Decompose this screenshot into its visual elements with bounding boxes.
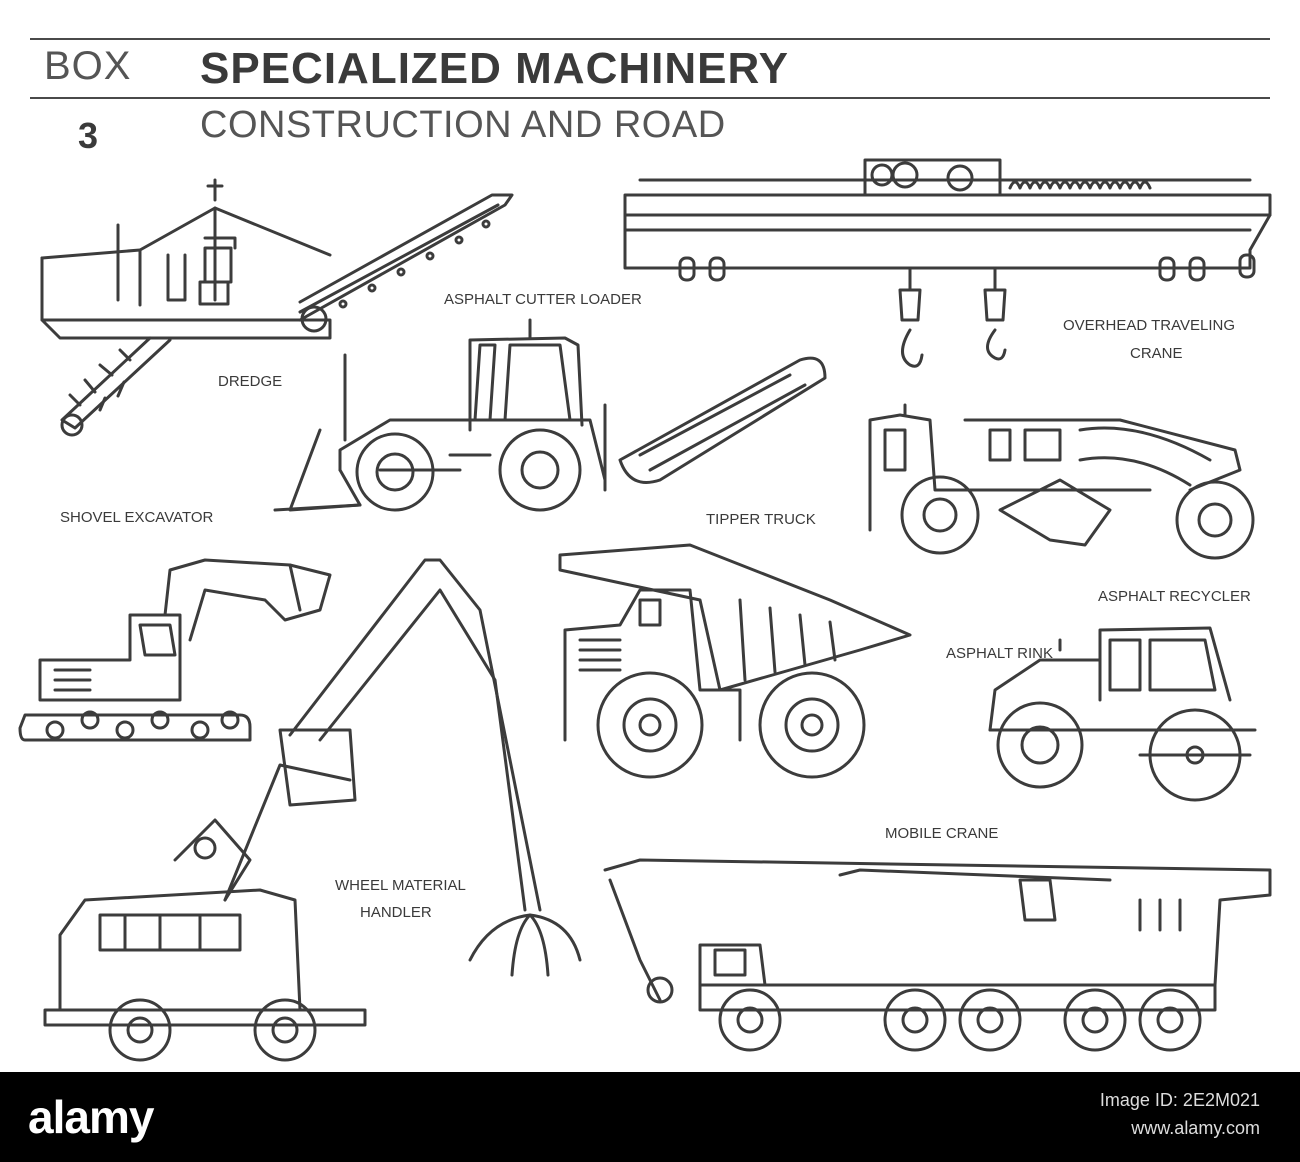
label-shovel-excavator: SHOVEL EXCAVATOR [60, 509, 214, 526]
stock-info: Image ID: 2E2M021 www.alamy.com [1100, 1086, 1260, 1142]
label-mobile-crane: MOBILE CRANE [885, 825, 999, 842]
label-dredge: DREDGE [218, 373, 283, 390]
shovel-excavator-illustration [18, 558, 332, 742]
label-asphalt-recycler: ASPHALT RECYCLER [1098, 588, 1251, 605]
label-overhead-crane-line2: CRANE [1130, 345, 1183, 362]
page-subtitle: CONSTRUCTION AND ROAD [200, 104, 726, 146]
label-tipper-truck: TIPPER TRUCK [706, 511, 816, 528]
asphalt-cutter-loader-illustration [273, 318, 827, 512]
label-wheel-handler-line2: HANDLER [360, 904, 432, 921]
page-title: SPECIALIZED MACHINERY [200, 44, 789, 93]
tipper-truck-illustration [558, 543, 912, 779]
header-top-rule [30, 38, 1270, 40]
box-number: 3 [78, 115, 99, 156]
label-wheel-handler-line1: WHEEL MATERIAL [335, 877, 466, 894]
dredge-illustration [40, 178, 514, 437]
site-url: www.alamy.com [1131, 1118, 1260, 1138]
header-divider [30, 97, 1270, 99]
mobile-crane-illustration [603, 858, 1272, 1052]
brand-logo: alamy [28, 1091, 154, 1143]
asphalt-recycler-illustration [868, 403, 1255, 560]
asphalt-rink-illustration [988, 626, 1257, 802]
wheel-material-handler-illustration [43, 558, 582, 1062]
label-asphalt-rink: ASPHALT RINK [946, 645, 1053, 662]
watermark-footer: alamy Image ID: 2E2M021 www.alamy.com [0, 1072, 1300, 1162]
machinery-illustrations [18, 158, 1272, 1062]
image-id: Image ID: 2E2M021 [1099, 1090, 1260, 1110]
overhead-crane-illustration [623, 158, 1272, 368]
label-overhead-crane-line1: OVERHEAD TRAVELING [1063, 317, 1235, 334]
label-asphalt-cutter-loader: ASPHALT CUTTER LOADER [444, 291, 642, 308]
box-label: BOX [44, 44, 132, 88]
